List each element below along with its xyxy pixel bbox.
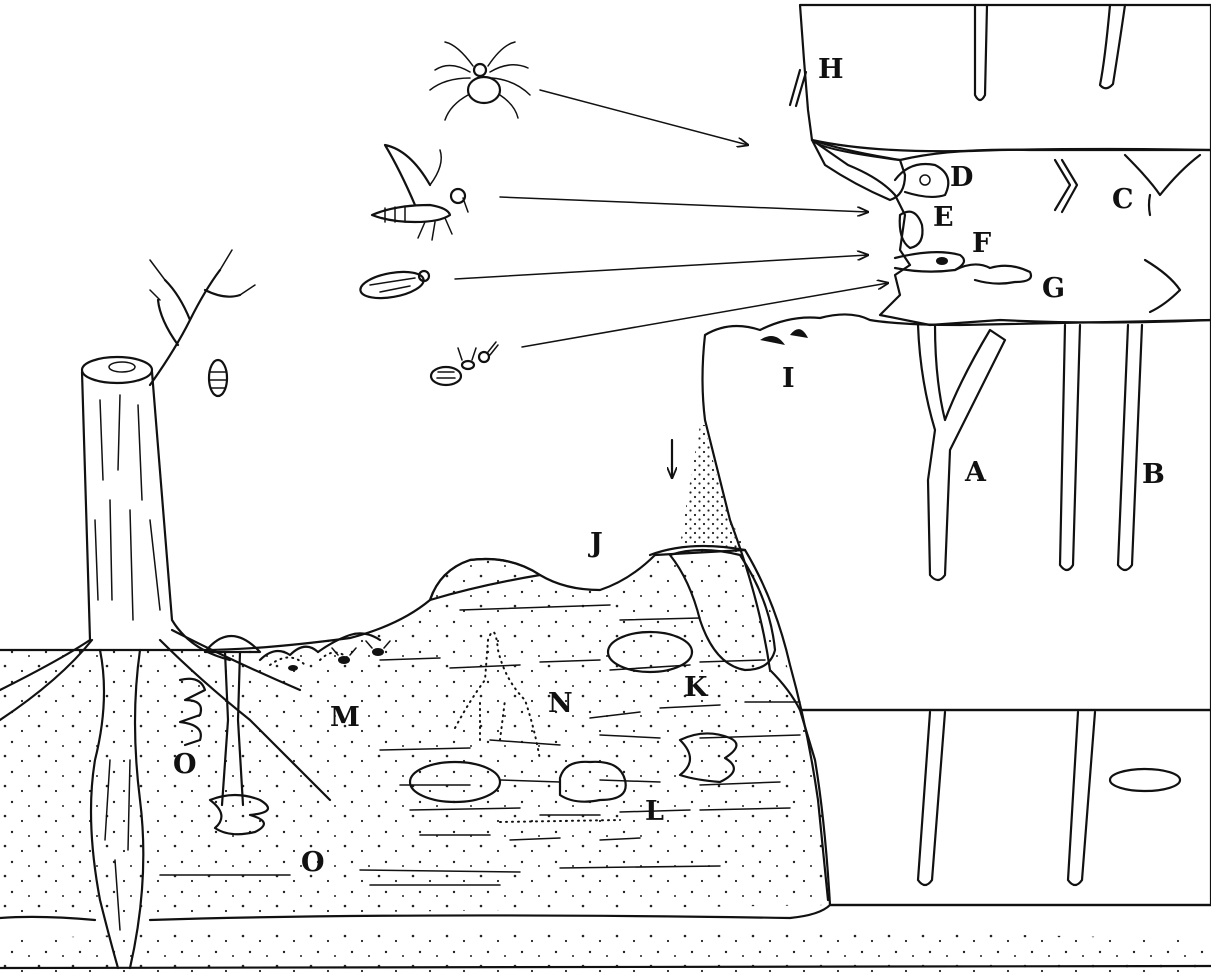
sand-chute: [680, 425, 745, 550]
label-l: L: [645, 796, 664, 827]
label-j: J: [588, 528, 603, 559]
tunnel-b-1: [1060, 325, 1080, 570]
cavity-f: [895, 252, 964, 271]
label-b: B: [1142, 459, 1165, 490]
arrow-spider: [540, 90, 748, 145]
tunnel-b-2: [1118, 325, 1142, 570]
beetle-icon: [358, 268, 429, 303]
ant-icon: [431, 342, 498, 385]
spider-icon: [430, 42, 530, 120]
label-d: D: [950, 162, 973, 193]
label-h: H: [818, 54, 844, 85]
label-o-upper: O: [173, 749, 197, 780]
lower-cliff: [800, 710, 1211, 905]
label-k: K: [684, 672, 709, 703]
label-g: G: [1042, 273, 1065, 304]
label-n: N: [548, 688, 573, 719]
tunnel-a: [918, 325, 1005, 580]
label-c: C: [1112, 184, 1134, 215]
crack-h: [790, 70, 806, 106]
label-o-lower: O: [301, 847, 325, 878]
ledge-rock: [812, 140, 1211, 325]
label-f: F: [972, 228, 991, 259]
upper-cliff: [800, 5, 1211, 151]
label-i: I: [782, 363, 795, 394]
arrow-beetle: [455, 255, 868, 279]
label-m: M: [330, 702, 360, 733]
arrow-wasp: [500, 197, 868, 212]
wasp-icon: [372, 145, 468, 240]
cavity-g: [955, 264, 1031, 283]
label-a: A: [964, 457, 987, 488]
label-e: E: [933, 202, 954, 233]
